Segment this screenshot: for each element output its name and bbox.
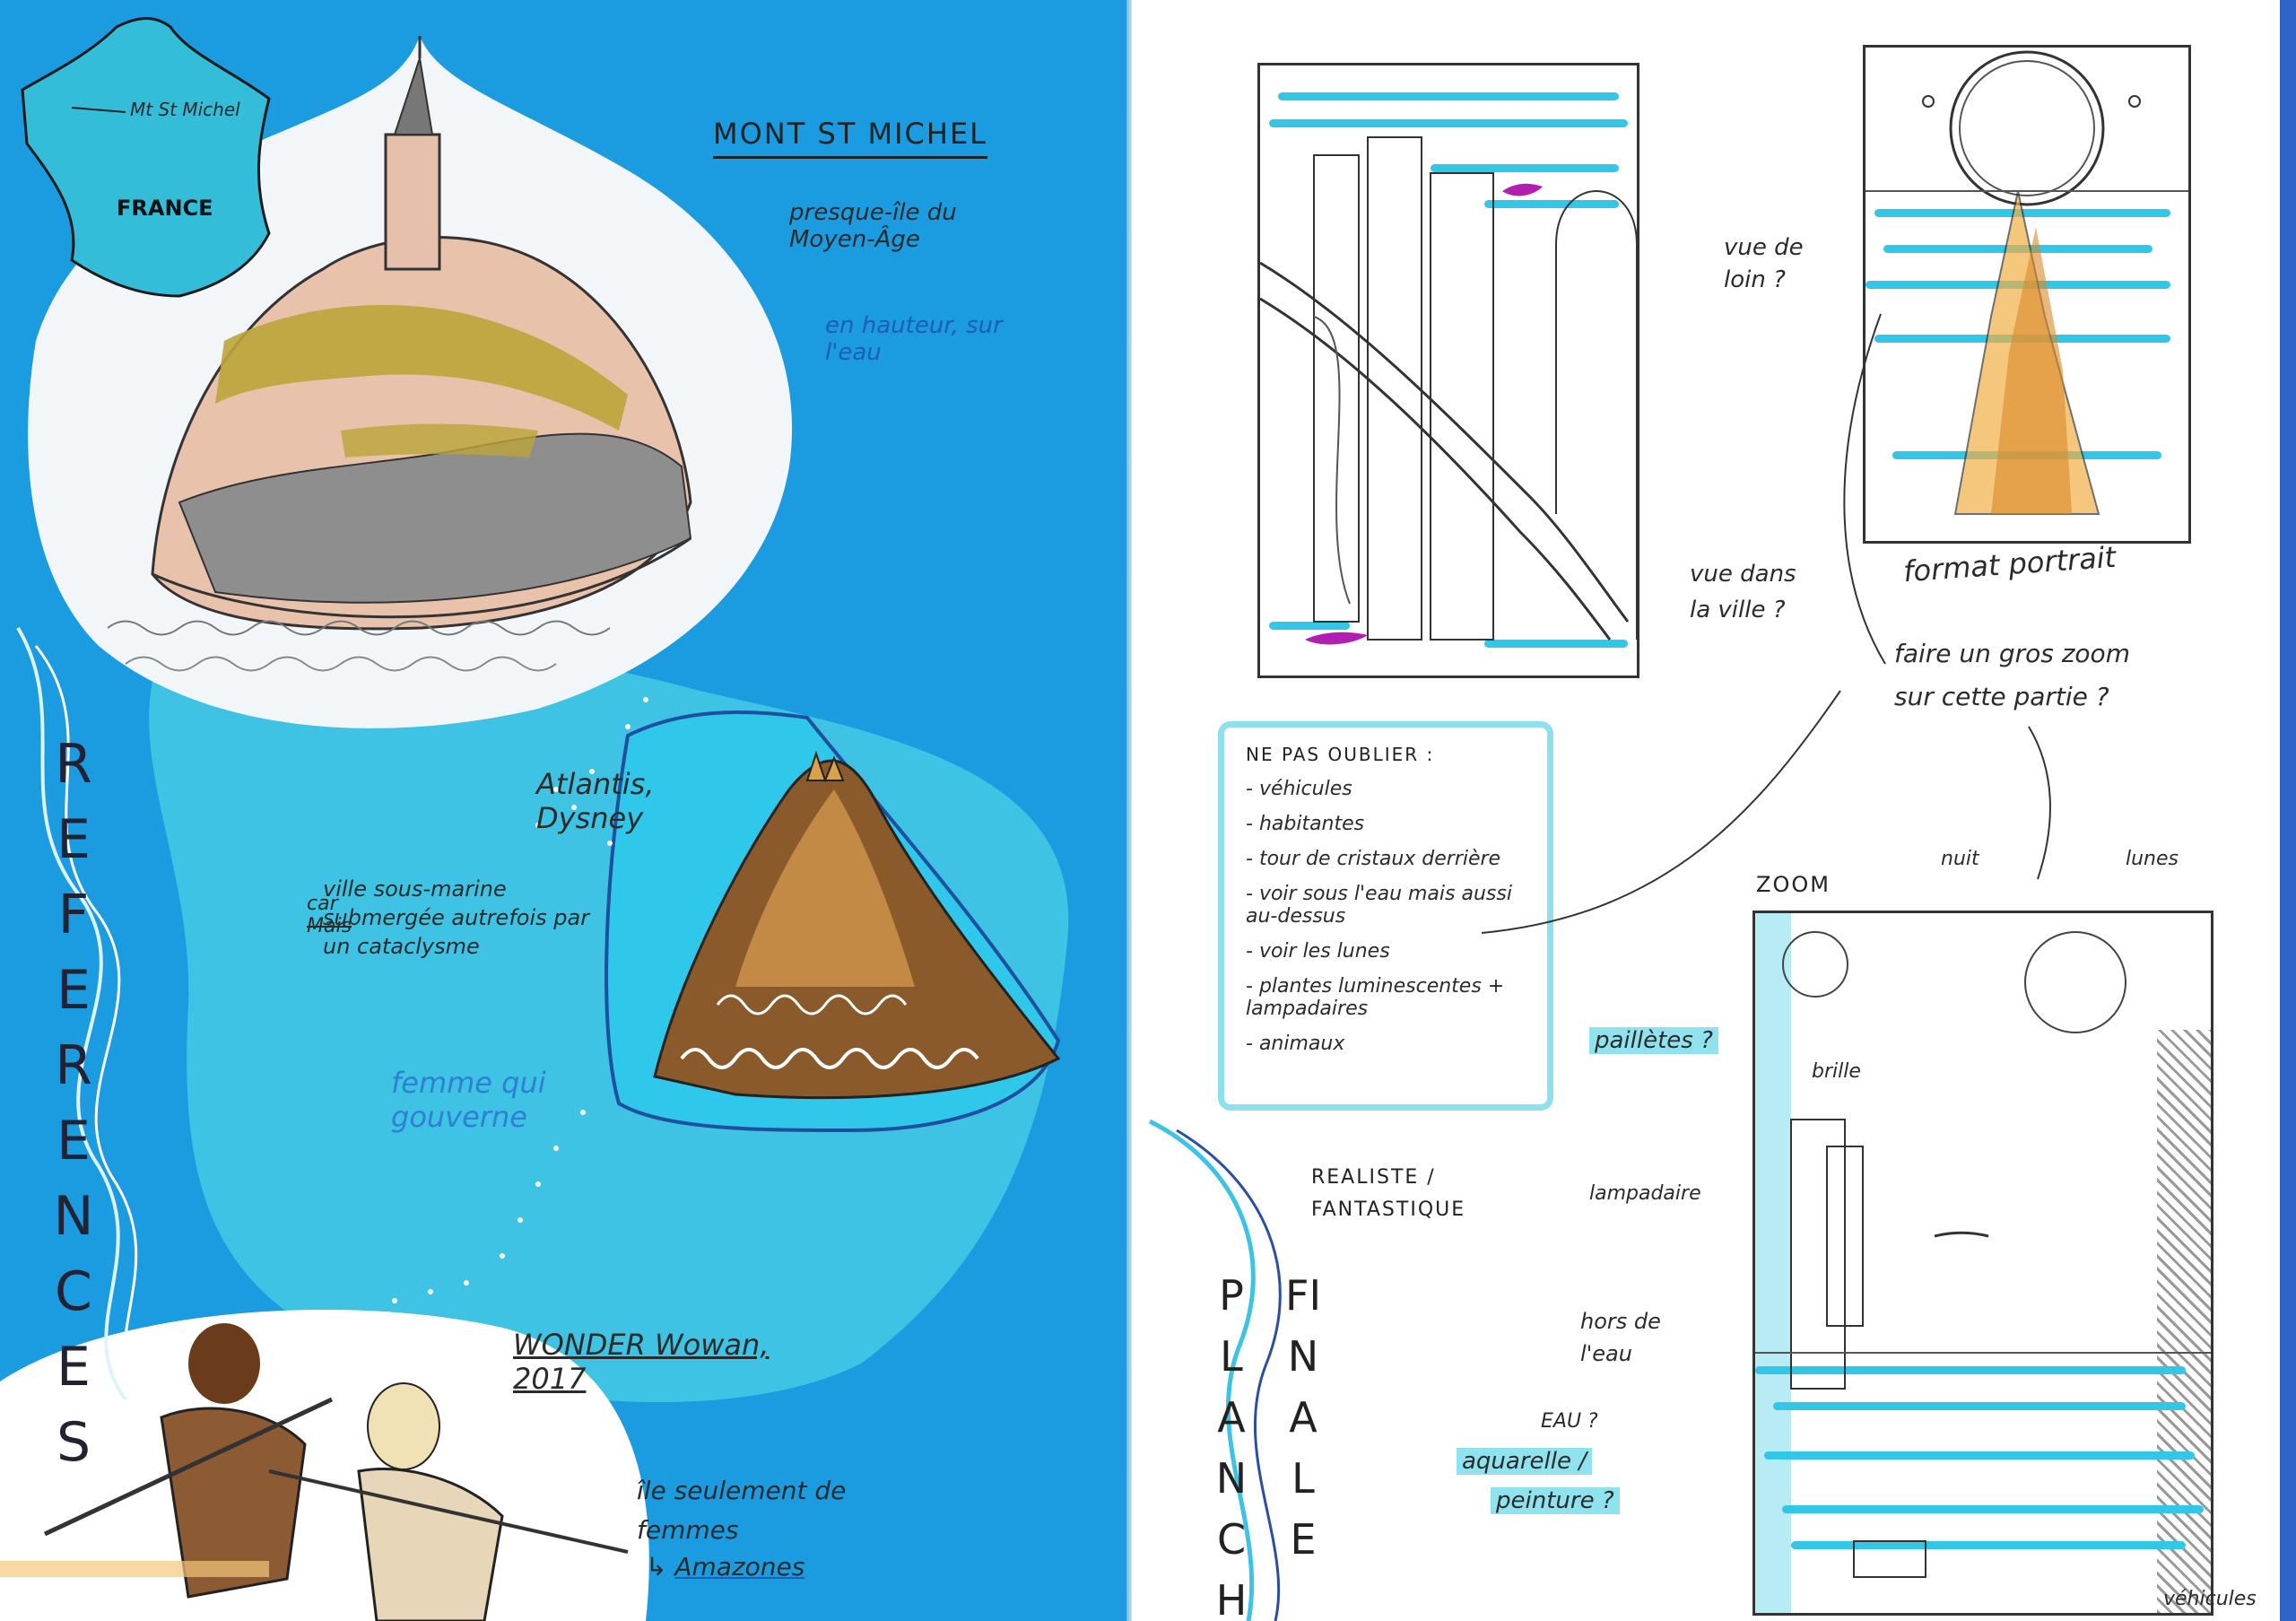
zoom-lines	[1755, 1119, 2211, 1578]
zoom-label-lunes: lunes	[2126, 848, 2179, 870]
list-item: tour de cristaux derrière	[1246, 848, 1547, 870]
zoom-title: ZOOM	[1756, 872, 1831, 897]
sea-stroke	[1269, 622, 1350, 630]
sea-stroke	[1484, 640, 1628, 648]
wonder-woman-note: île seulement de femmes	[637, 1476, 847, 1545]
zoom-label-eau: EAU ?	[1541, 1410, 1598, 1433]
left-page: FRANCE Mt St Michel MONT ST MICHEL presq…	[0, 0, 1132, 1621]
peinture-text: peinture ?	[1491, 1487, 1620, 1514]
mont-st-michel-drawing	[107, 36, 692, 672]
right-page: vue dans la ville ? vue de loin ? format…	[1132, 0, 2296, 1621]
sea-stroke	[1431, 164, 1619, 172]
paillettes-text: paillètes ?	[1589, 1027, 1718, 1054]
wonder-woman-title: WONDER Wowan, 2017	[513, 1328, 770, 1396]
moon-left	[1782, 931, 1848, 998]
checklist-box: NE PAS OUBLIER : véhicules habitantes to…	[1218, 721, 1553, 1111]
wonder-woman-drawing	[0, 1323, 629, 1621]
city-view-sketch	[1257, 63, 1639, 678]
zoom-label-brille: brille	[1812, 1060, 1861, 1083]
sea-stroke	[1278, 92, 1619, 100]
sparkle-dots	[392, 697, 648, 1303]
sea-stroke	[1269, 119, 1628, 127]
finale-label: FINALE	[1284, 1271, 1322, 1564]
checklist-items: véhicules habitantes tour de cristaux de…	[1246, 778, 1547, 1055]
atlantis-title: Atlantis, Dysney	[536, 767, 655, 835]
amazones-label: Amazones	[674, 1552, 805, 1582]
list-item: animaux	[1246, 1033, 1547, 1055]
sea-stroke	[1755, 1366, 2186, 1374]
tower-view-lines	[1866, 50, 2188, 515]
zoom-sketch	[1752, 911, 2213, 1616]
sea-stroke	[1791, 1541, 2186, 1549]
zoom-label-lampadaire: lampadaire	[1589, 1182, 1701, 1205]
zoom-label-vehicules: véhicules	[2163, 1588, 2257, 1610]
mont-st-michel-note-2: en hauteur, sur l'eau	[825, 312, 1003, 366]
planche-label: PLANCHE	[1215, 1271, 1248, 1621]
references-label: REFERENCES	[53, 733, 94, 1474]
city-view-lines	[1260, 136, 1637, 645]
sea-stroke	[1782, 1505, 2204, 1513]
france-map	[21, 17, 271, 298]
atlantis-note-car: car	[307, 893, 338, 915]
sea-stroke	[1484, 200, 1619, 208]
list-item: véhicules	[1246, 778, 1547, 800]
zoom-label-peinture: peinture ?	[1491, 1487, 1620, 1514]
atlantis-note: ville sous-marine submergée autrefois pa…	[323, 876, 590, 959]
sea-stroke	[1773, 1402, 2186, 1410]
zoom-note: faire un gros zoom sur cette partie ?	[1894, 639, 2130, 711]
zoom-label-aquarelle: aquarelle /	[1457, 1448, 1593, 1475]
zoom-label-nuit: nuit	[1941, 848, 1979, 870]
atlantis-drawing	[604, 710, 1061, 1133]
wonder-woman-note-arrow: ↳ Amazones	[646, 1552, 804, 1582]
list-item: voir les lunes	[1246, 940, 1547, 963]
left-squiggle-2	[34, 645, 145, 1418]
arrow-glyph: ↳	[646, 1552, 675, 1582]
left-wall-shade	[1755, 913, 1791, 1613]
france-label: FRANCE	[117, 196, 213, 221]
atlantis-note-blue: femme qui gouverne	[391, 1066, 546, 1134]
list-item: plantes luminescentes + lampadaires	[1246, 975, 1547, 1020]
left-squiggle	[16, 626, 127, 1401]
mont-st-michel-title: MONT ST MICHEL	[713, 117, 987, 159]
left-page-artwork	[0, 17, 1069, 1621]
mt-st-michel-marker-label: Mt St Michel	[130, 99, 240, 120]
city-view-note: vue dans la ville ?	[1690, 561, 1796, 623]
zoom-label-hors-eau: hors de l'eau	[1580, 1309, 1661, 1366]
list-item: voir sous l'eau mais aussi au-dessus	[1246, 883, 1547, 928]
list-item: habitantes	[1246, 813, 1547, 835]
mont-st-michel-note-1: presque-île du Moyen-Âge	[789, 199, 957, 253]
right-edge-strip	[2280, 0, 2296, 1621]
zoom-label-paillettes: paillètes ?	[1589, 1027, 1718, 1054]
checklist-title: NE PAS OUBLIER :	[1246, 744, 1435, 765]
sea-stroke	[1764, 1451, 2195, 1460]
right-hatch	[2157, 1030, 2211, 1613]
right-page-arrows	[1148, 313, 2051, 1621]
aquarelle-text: aquarelle /	[1457, 1448, 1593, 1475]
tower-view-sketch	[1863, 45, 2191, 544]
atlantis-note-strike: Mais	[307, 915, 352, 937]
moon-right	[2024, 931, 2126, 1033]
tower-view-note: vue de loin ?	[1724, 234, 1804, 293]
style-note: REALISTE / FANTASTIQUE	[1311, 1166, 1466, 1221]
